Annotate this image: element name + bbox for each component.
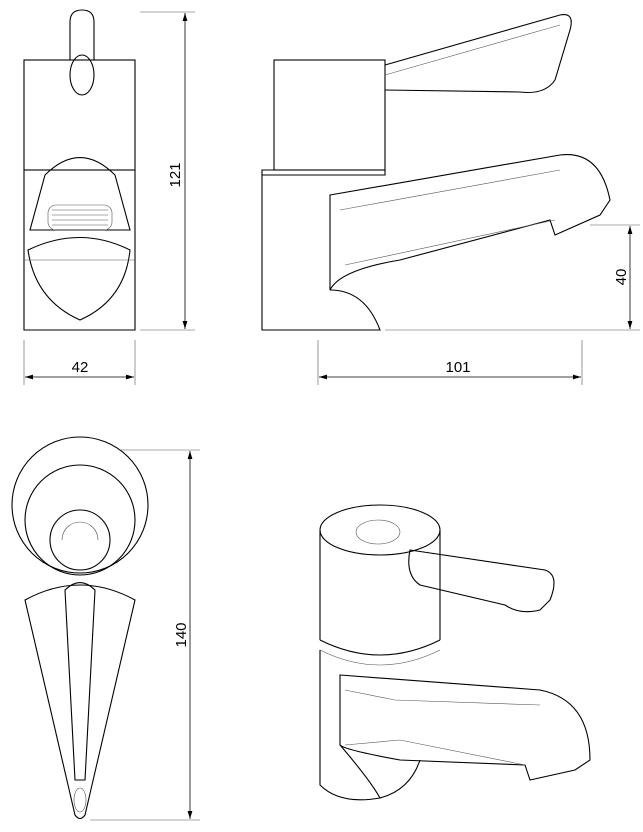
top-view [11,436,149,820]
dimension-label-spout-height: 40 [613,269,630,286]
isometric-view [319,504,591,801]
dimension-label-side-length: 101 [445,359,470,376]
dimension-label-front-width: 42 [72,359,89,376]
dimension-label-front-height: 121 [167,162,184,187]
side-view [261,14,611,331]
front-view [23,9,136,331]
dimension-label-top-length: 140 [173,622,190,647]
